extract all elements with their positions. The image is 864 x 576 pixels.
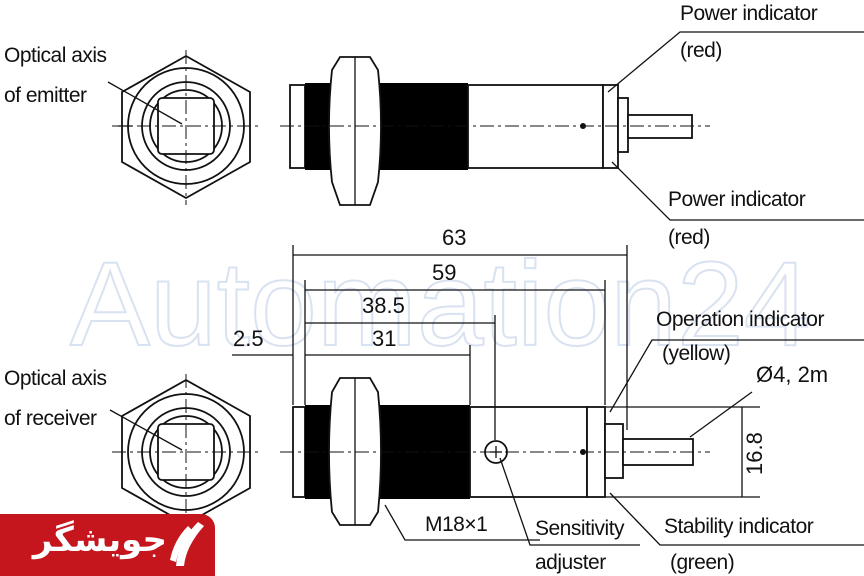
logo-text: جویشگر (32, 520, 167, 560)
brand-logo: جویشگر (0, 514, 215, 576)
label-operation-indicator: Operation indicator (656, 308, 824, 331)
receiver-front-view (112, 374, 262, 530)
label-stability-indicator-color: (green) (670, 551, 734, 574)
label-power-indicator-top: Power indicator (680, 2, 818, 25)
label-sensitivity-adjuster: Sensitivity (535, 517, 625, 540)
label-power-indicator-top-color: (red) (680, 39, 722, 62)
label-emitter-axis-2: of emitter (4, 84, 87, 107)
label-cable: Ø4, 2m (756, 362, 828, 387)
emitter-front-view (112, 50, 262, 205)
leader-lines (107, 31, 864, 546)
label-receiver-axis-2: of receiver (4, 407, 97, 430)
label-thread: M18×1 (425, 513, 487, 536)
label-operation-indicator-color: (yellow) (662, 342, 730, 365)
label-stability-indicator: Stability indicator (664, 515, 814, 538)
logo-mark-icon (170, 522, 204, 566)
dim-16-8: 16.8 (742, 432, 767, 475)
emitter-side-view (280, 56, 710, 206)
dim-38-5: 38.5 (362, 293, 405, 318)
dimension-lines (232, 245, 760, 498)
label-emitter-axis: Optical axis (4, 44, 107, 67)
dim-63: 63 (442, 225, 466, 250)
receiver-side-view (280, 377, 710, 526)
label-power-indicator: Power indicator (668, 188, 806, 211)
watermark: Automation24 (70, 237, 811, 371)
dim-31: 31 (372, 326, 396, 351)
dim-59: 59 (432, 260, 456, 285)
label-power-indicator-color: (red) (668, 226, 710, 249)
label-receiver-axis: Optical axis (4, 367, 107, 390)
dim-2-5: 2.5 (233, 326, 264, 351)
label-sensitivity-adjuster-2: adjuster (535, 551, 606, 574)
